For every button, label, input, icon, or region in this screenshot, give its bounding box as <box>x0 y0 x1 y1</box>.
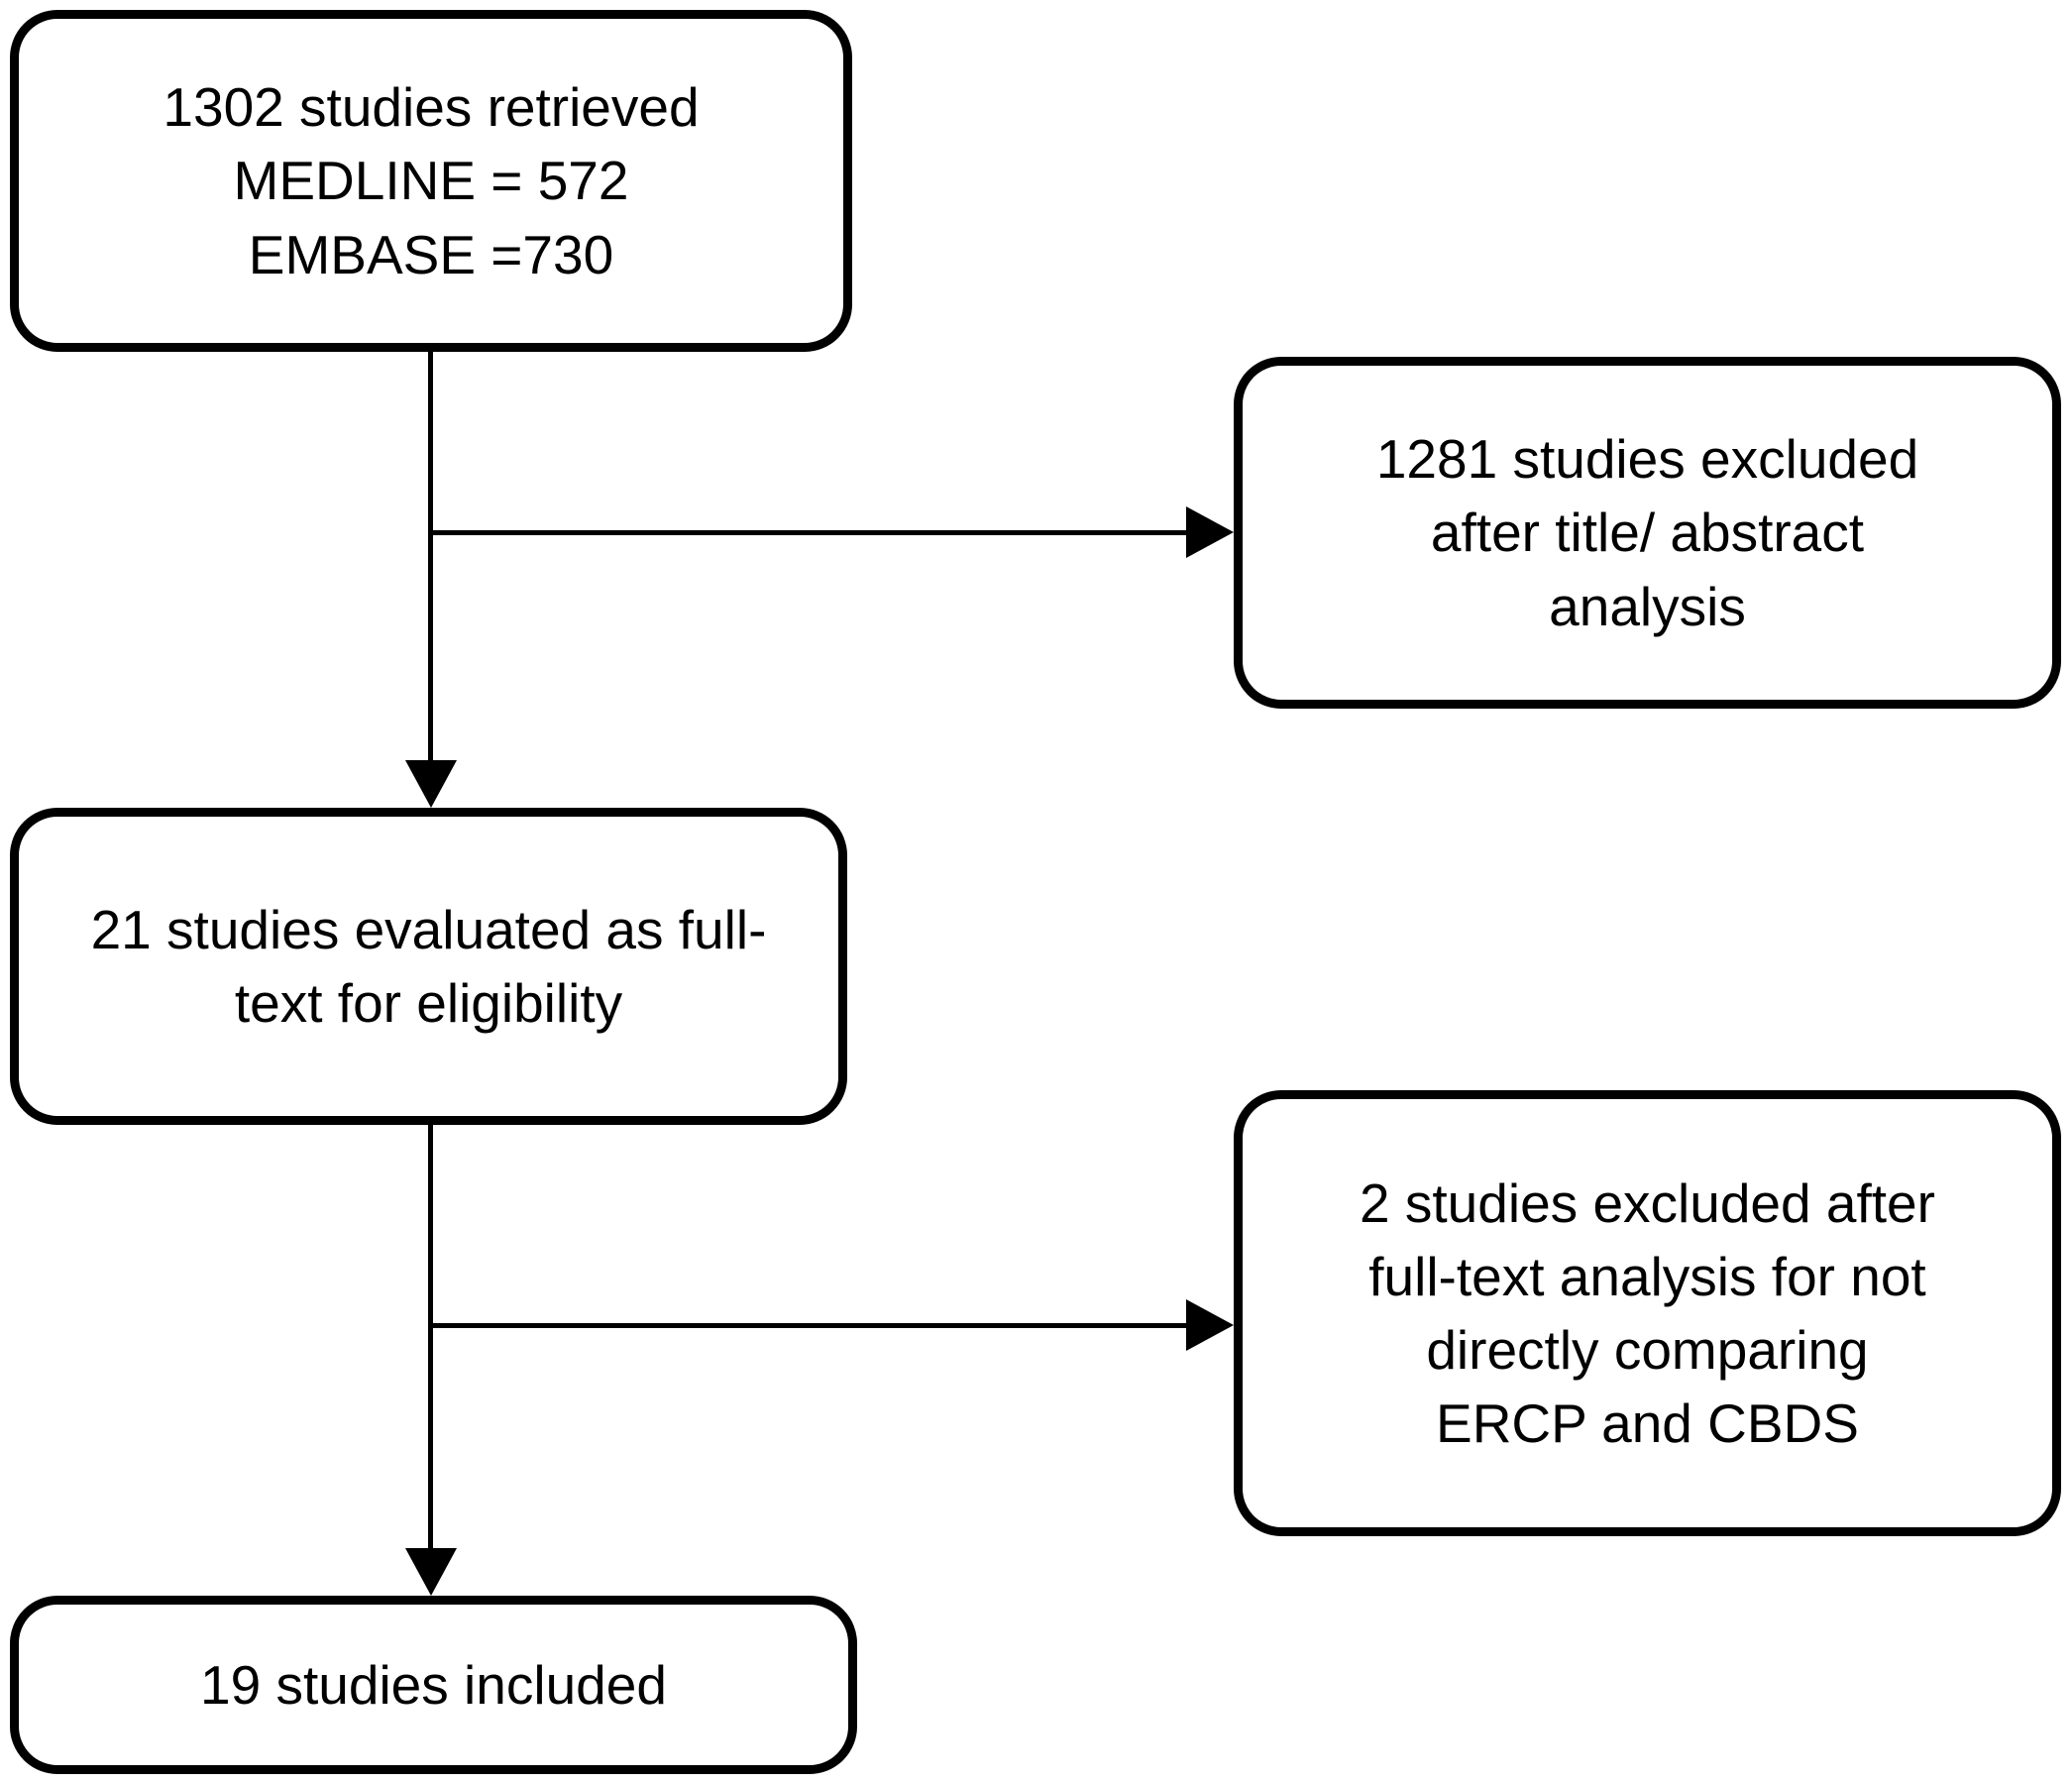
connector-retrieved-to-excluded-title <box>428 530 1194 535</box>
node-studies-retrieved-label: 1302 studies retrieved MEDLINE = 572 EMB… <box>163 76 700 285</box>
node-studies-included: 19 studies included <box>10 1596 857 1774</box>
arrow-down-icon <box>405 1548 457 1596</box>
node-excluded-fulltext-label: 2 studies excluded after full-text analy… <box>1360 1171 1935 1455</box>
node-excluded-fulltext: 2 studies excluded after full-text analy… <box>1234 1090 2061 1536</box>
connector-fulltext-to-excluded-fulltext <box>428 1323 1194 1328</box>
arrow-right-icon <box>1186 1299 1234 1351</box>
node-fulltext-evaluated: 21 studies evaluated as full- text for e… <box>10 808 847 1125</box>
node-studies-retrieved: 1302 studies retrieved MEDLINE = 572 EMB… <box>10 10 852 352</box>
arrow-right-icon <box>1186 506 1234 558</box>
arrow-down-icon <box>405 760 457 808</box>
connector-retrieved-to-fulltext <box>428 352 433 763</box>
node-studies-included-label: 19 studies included <box>200 1653 667 1716</box>
node-excluded-title-abstract-label: 1281 studies excluded after title/ abstr… <box>1375 428 1919 637</box>
connector-fulltext-to-included <box>428 1125 433 1551</box>
node-excluded-title-abstract: 1281 studies excluded after title/ abstr… <box>1234 357 2061 709</box>
node-fulltext-evaluated-label: 21 studies evaluated as full- text for e… <box>90 898 767 1034</box>
